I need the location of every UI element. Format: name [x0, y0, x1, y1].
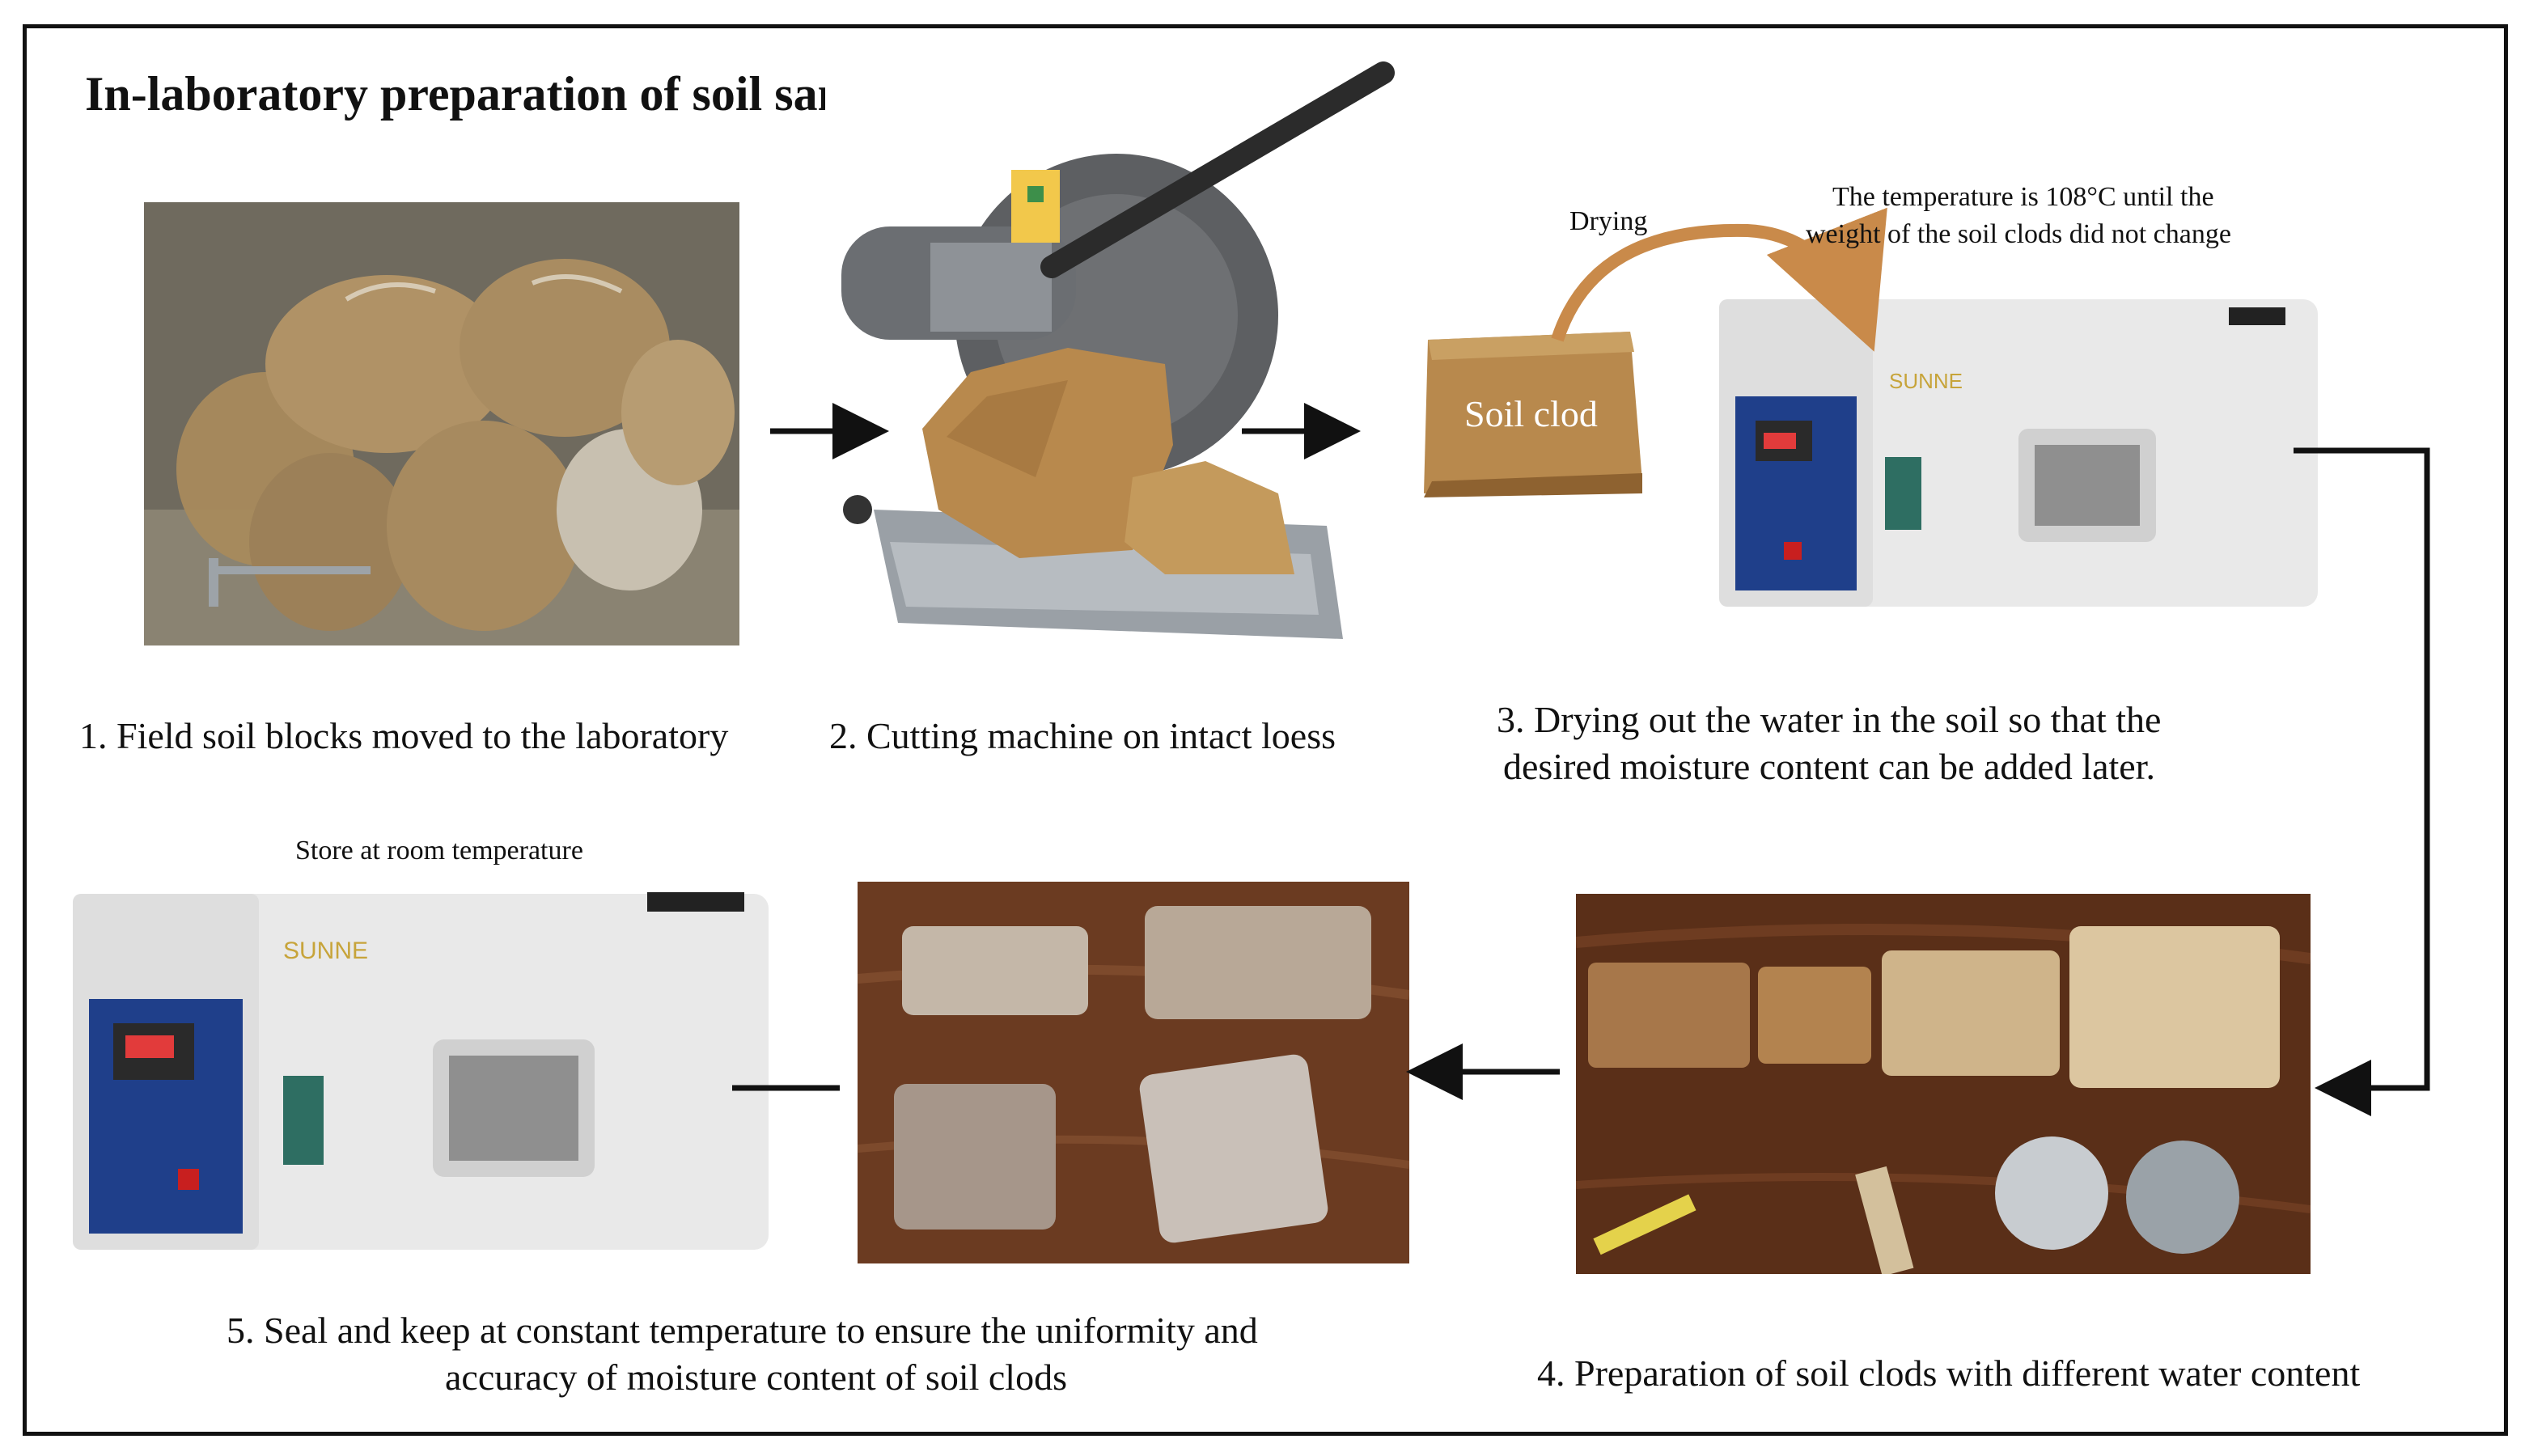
connector-oven-to-step4: [2294, 447, 2430, 1116]
caption-step-5-line2: accuracy of moisture content of soil clo…: [445, 1357, 1067, 1398]
temperature-note-line2: weight of the soil clods did not change: [1806, 219, 2231, 249]
caption-step-2: 2. Cutting machine on intact loess: [829, 715, 1336, 756]
photo-storage-oven: SUNNE: [65, 878, 785, 1266]
photo-field-soil-blocks: [144, 202, 739, 645]
caption-step-5-line1: 5. Seal and keep at constant temperature…: [227, 1310, 1258, 1351]
photo-soil-clod: Soil clod: [1408, 320, 1650, 506]
figure-frame: [23, 24, 2508, 1436]
caption-step-1: 1. Field soil blocks moved to the labora…: [79, 715, 729, 756]
curved-drying-arrow: [1551, 207, 1887, 352]
figure-title: In-laboratory preparation of soil sample…: [85, 67, 939, 121]
photo-cutting-machine: [825, 57, 1408, 688]
caption-step-4: 4. Preparation of soil clods with differ…: [1537, 1352, 2361, 1394]
oven-brand-text-1: SUNNE: [1889, 369, 1963, 393]
oven-brand-text-2: SUNNE: [283, 938, 368, 964]
caption-step-3-line1: 3. Drying out the water in the soil so t…: [1497, 699, 2162, 740]
soil-clod-label: Soil clod: [1464, 393, 1598, 434]
drying-label: Drying: [1569, 206, 1648, 236]
photo-sealed-soil-clods: [858, 882, 1409, 1263]
store-note: Store at room temperature: [295, 836, 583, 866]
temperature-note-line1: The temperature is 108°C until the: [1832, 182, 2214, 212]
photo-soil-clods-water-content: [1576, 894, 2311, 1274]
caption-step-3-line2: desired moisture content can be added la…: [1503, 746, 2155, 787]
photo-drying-oven: SUNNE: [1711, 283, 2326, 623]
